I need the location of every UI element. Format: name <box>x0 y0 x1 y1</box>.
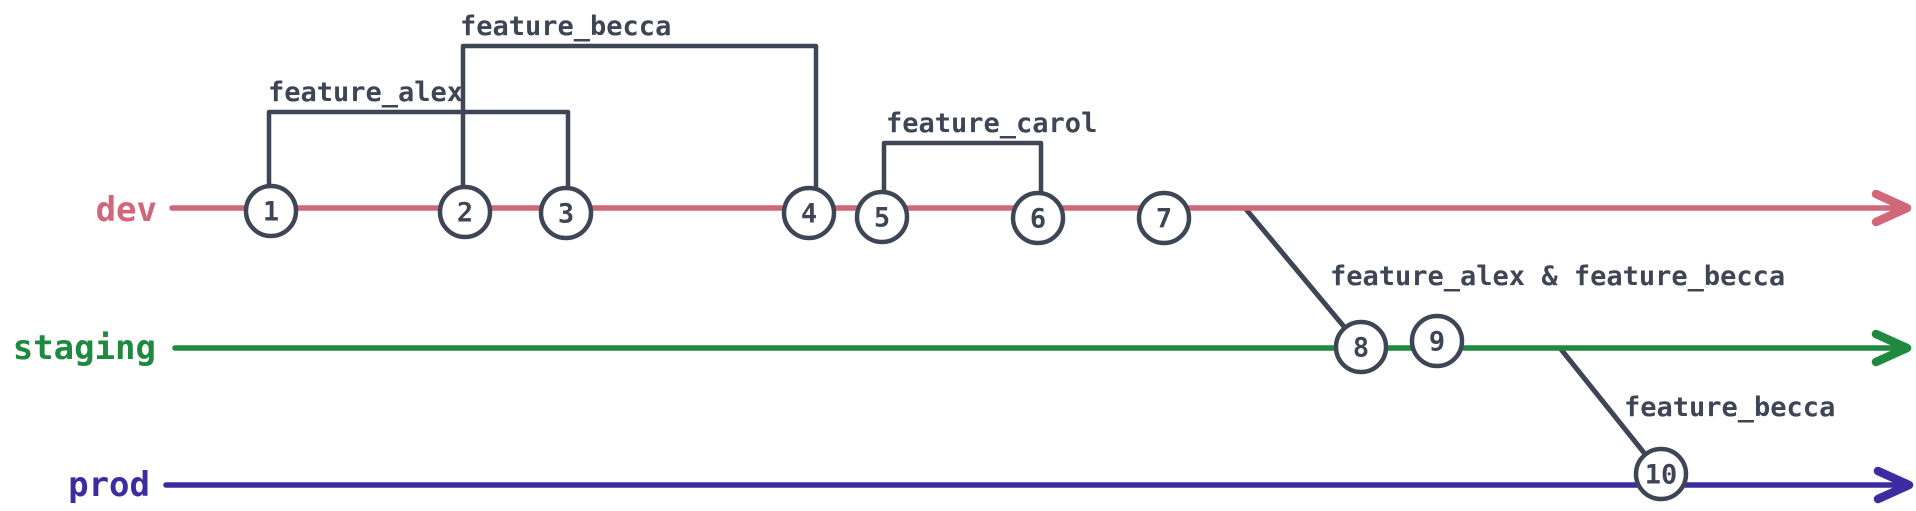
commit-node <box>781 185 837 241</box>
commit-node <box>1409 313 1465 369</box>
commit-node <box>1333 319 1389 375</box>
commit-node <box>1010 190 1066 246</box>
feature-bracket-label: feature_alex <box>268 77 463 108</box>
commit-label: 9 <box>1429 326 1445 357</box>
commit-node <box>1633 446 1689 502</box>
branch-label-dev: dev <box>96 190 157 230</box>
branch-label-prod: prod <box>68 465 150 505</box>
feature-bracket-line <box>266 109 571 211</box>
branch-arrow-icon-dev <box>1871 189 1912 227</box>
branch-arrow-icon-prod <box>1873 466 1914 504</box>
merge-line <box>1242 205 1364 350</box>
commit-label: 4 <box>801 198 817 229</box>
commit-node <box>854 189 910 245</box>
commit-label: 6 <box>1030 203 1046 234</box>
commit-label: 1 <box>263 196 279 227</box>
branch-arrow-icon-staging <box>1871 329 1912 367</box>
commit-label: 2 <box>457 197 473 228</box>
commit-label: 8 <box>1353 332 1369 363</box>
commit-label: 10 <box>1645 459 1678 490</box>
feature-bracket-line <box>881 140 1044 211</box>
feature-bracket-line <box>460 43 819 211</box>
commit-label: 7 <box>1156 203 1172 234</box>
commit-node <box>538 185 594 241</box>
merge-label: feature_alex & feature_becca <box>1330 261 1785 292</box>
commit-label: 3 <box>558 198 574 229</box>
feature-bracket-label: feature_becca <box>460 11 671 42</box>
feature-bracket-label: feature_carol <box>886 108 1097 139</box>
branch-label-staging: staging <box>13 328 156 368</box>
commit-node <box>243 183 299 239</box>
merge-label: feature_becca <box>1624 392 1835 423</box>
commit-node <box>1136 190 1192 246</box>
commit-node <box>437 184 493 240</box>
commit-label: 5 <box>874 202 890 233</box>
